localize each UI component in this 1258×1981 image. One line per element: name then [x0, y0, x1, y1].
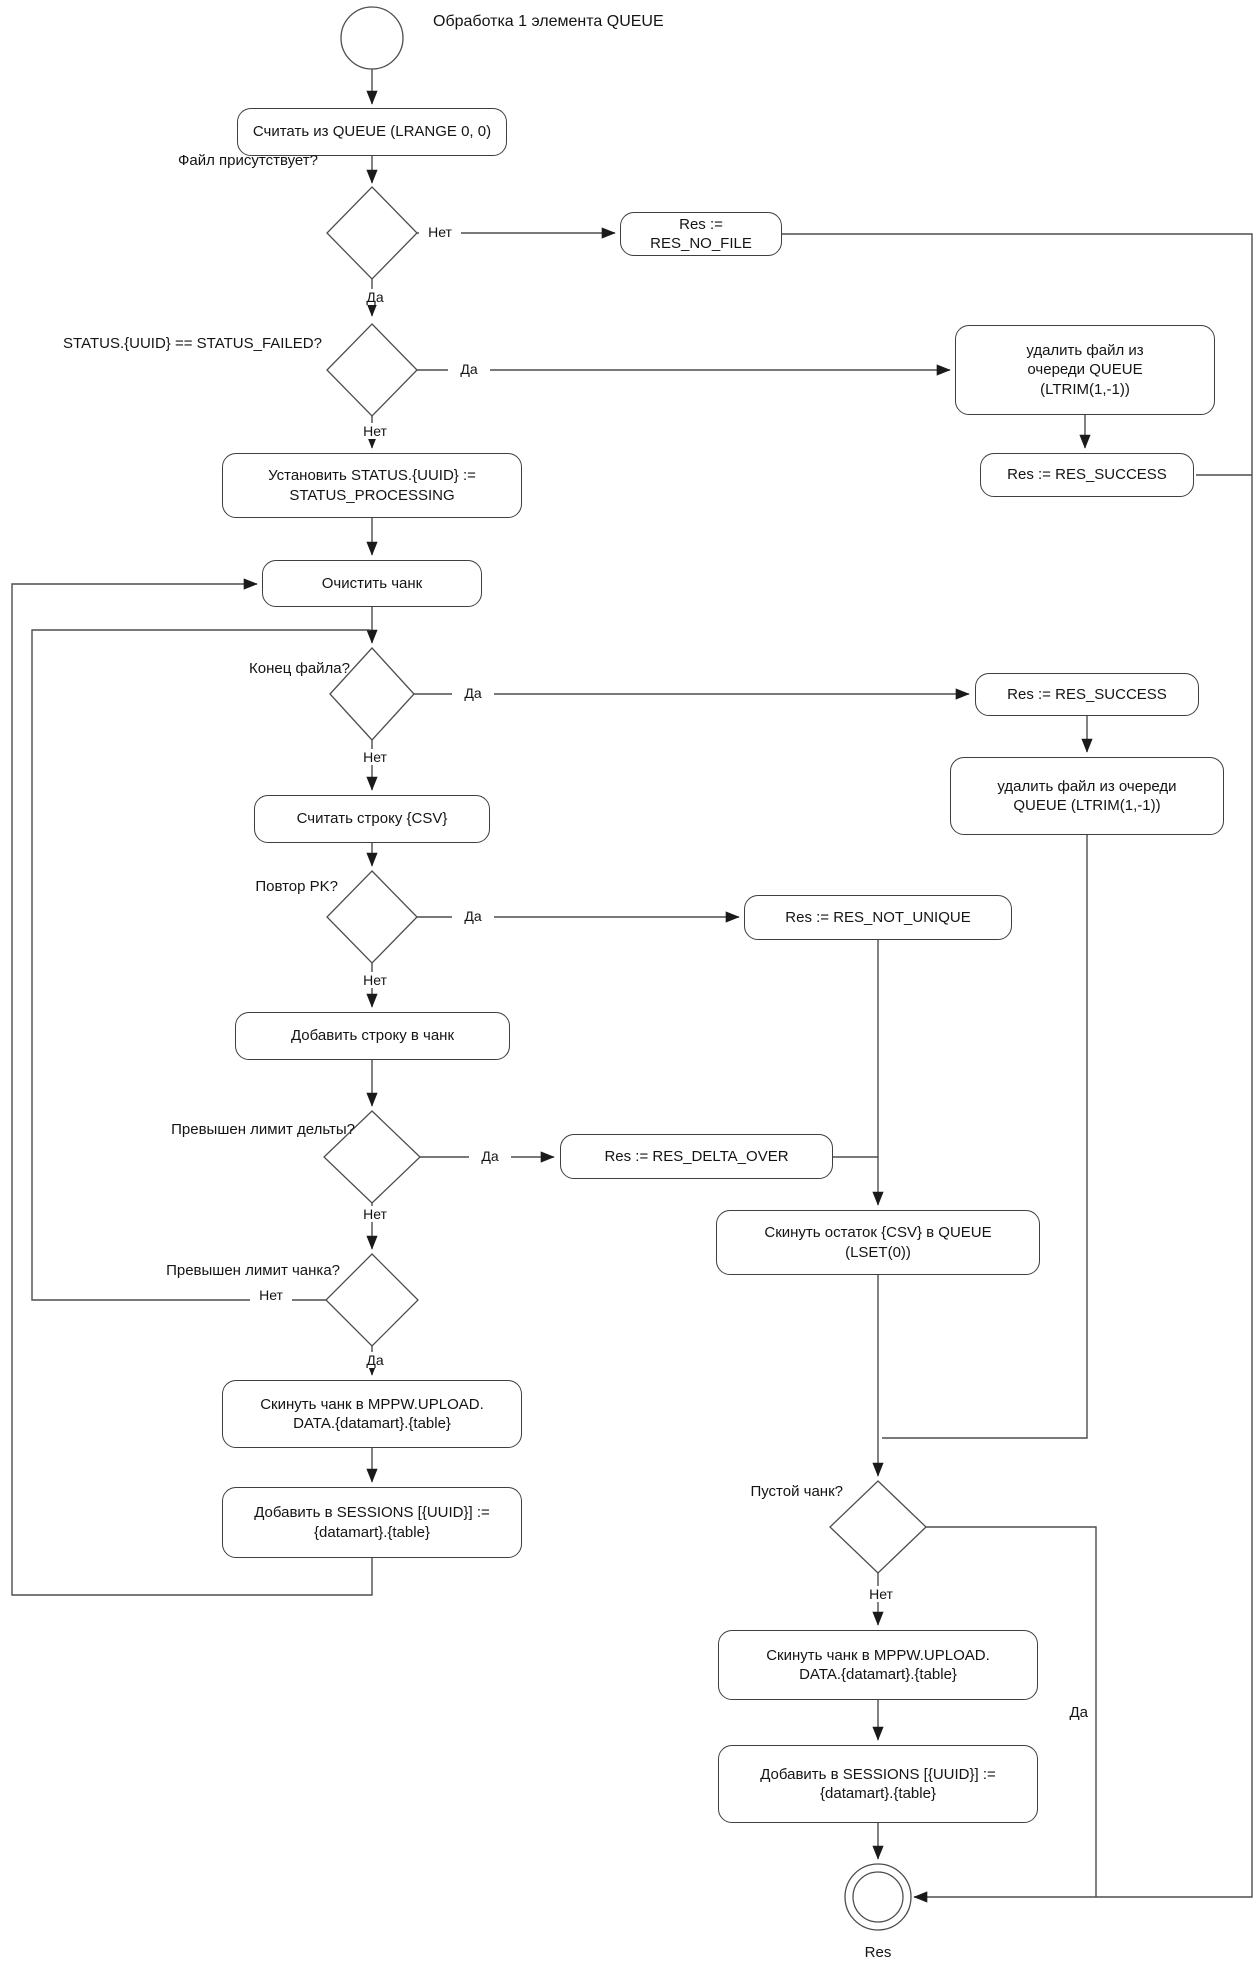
decision-status-failed	[326, 323, 418, 417]
process-flush-chunk-2: Скинуть чанк в MPPW.UPLOAD. DATA.{datama…	[718, 1630, 1038, 1700]
process-set-status: Установить STATUS.{UUID} := STATUS_PROCE…	[222, 453, 522, 518]
process-res-delta-over: Res := RES_DELTA_OVER	[560, 1134, 833, 1179]
decision-chunk-limit	[325, 1253, 419, 1347]
process-res-success-2: Res := RES_SUCCESS	[975, 673, 1199, 716]
edge-label-yes-chunk-limit: Да	[354, 1352, 396, 1368]
edge-label-no-delta: Нет	[354, 1206, 396, 1222]
process-clear-chunk: Очистить чанк	[262, 560, 482, 607]
edge-label-no-empty-chunk: Нет	[860, 1586, 902, 1602]
process-flush-chunk-1: Скинуть чанк в MPPW.UPLOAD. DATA.{datama…	[222, 1380, 522, 1448]
process-res-no-file: Res := RES_NO_FILE	[620, 212, 782, 256]
question-delta-limit: Превышен лимит дельты?	[171, 1121, 355, 1138]
decision-file-present	[326, 186, 418, 280]
edge-label-yes-file-present: Да	[354, 289, 396, 305]
edge-label-no-pk: Нет	[354, 972, 396, 988]
edge-label-yes-delta: Да	[469, 1148, 511, 1164]
process-read-queue: Считать из QUEUE (LRANGE 0, 0)	[237, 108, 507, 156]
decision-eof	[329, 647, 415, 741]
decision-pk-repeat	[326, 870, 418, 964]
edge-label-yes-pk: Да	[452, 908, 494, 924]
question-status-failed: STATUS.{UUID} == STATUS_FAILED?	[63, 335, 322, 352]
process-res-not-unique: Res := RES_NOT_UNIQUE	[744, 895, 1012, 940]
question-file-present: Файл присутствует?	[178, 152, 318, 169]
end-node-label: Res	[864, 1944, 892, 1961]
decision-empty-chunk	[829, 1480, 927, 1574]
edge-label-no-status-failed: Нет	[354, 423, 396, 439]
edge-sessions1-loop	[11, 578, 373, 1596]
question-eof: Конец файла?	[249, 660, 350, 677]
process-remove-file-2: удалить файл из очереди QUEUE (LTRIM(1,-…	[950, 757, 1224, 835]
decision-delta-limit	[323, 1110, 421, 1204]
edge-label-no-file-present: Нет	[419, 224, 461, 240]
diagram-title: Обработка 1 элемента QUEUE	[433, 13, 664, 30]
edge-label-no-chunk-limit: Нет	[250, 1287, 292, 1303]
process-add-row: Добавить строку в чанк	[235, 1012, 510, 1060]
start-node	[340, 6, 404, 70]
edge-right-rail-to-end	[782, 233, 1253, 1903]
process-res-success-1: Res := RES_SUCCESS	[980, 453, 1194, 497]
process-add-sessions-2: Добавить в SESSIONS [{UUID}] := {datamar…	[718, 1745, 1038, 1823]
edge-label-yes-status-failed: Да	[448, 361, 490, 377]
edge-label-yes-eof: Да	[452, 685, 494, 701]
edge-label-yes-empty-chunk: Да	[1069, 1704, 1088, 1721]
edge-empty-chunk-yes-rail	[926, 1526, 1097, 1897]
question-pk-repeat: Повтор PK?	[255, 878, 338, 895]
question-chunk-limit: Превышен лимит чанка?	[166, 1262, 340, 1279]
process-push-rest: Скинуть остаток {CSV} в QUEUE (LSET(0))	[716, 1210, 1040, 1275]
process-remove-file-1: удалить файл из очереди QUEUE (LTRIM(1,-…	[955, 325, 1215, 415]
question-empty-chunk: Пустой чанк?	[750, 1483, 843, 1500]
edge-removefile2-rail	[882, 835, 1088, 1439]
edge-chunk-limit-no-loop	[31, 629, 370, 1301]
end-node-inner	[852, 1871, 904, 1923]
process-add-sessions-1: Добавить в SESSIONS [{UUID}] := {datamar…	[222, 1487, 522, 1558]
edge-label-no-eof: Нет	[354, 749, 396, 765]
process-read-row: Считать строку {CSV}	[254, 795, 490, 843]
